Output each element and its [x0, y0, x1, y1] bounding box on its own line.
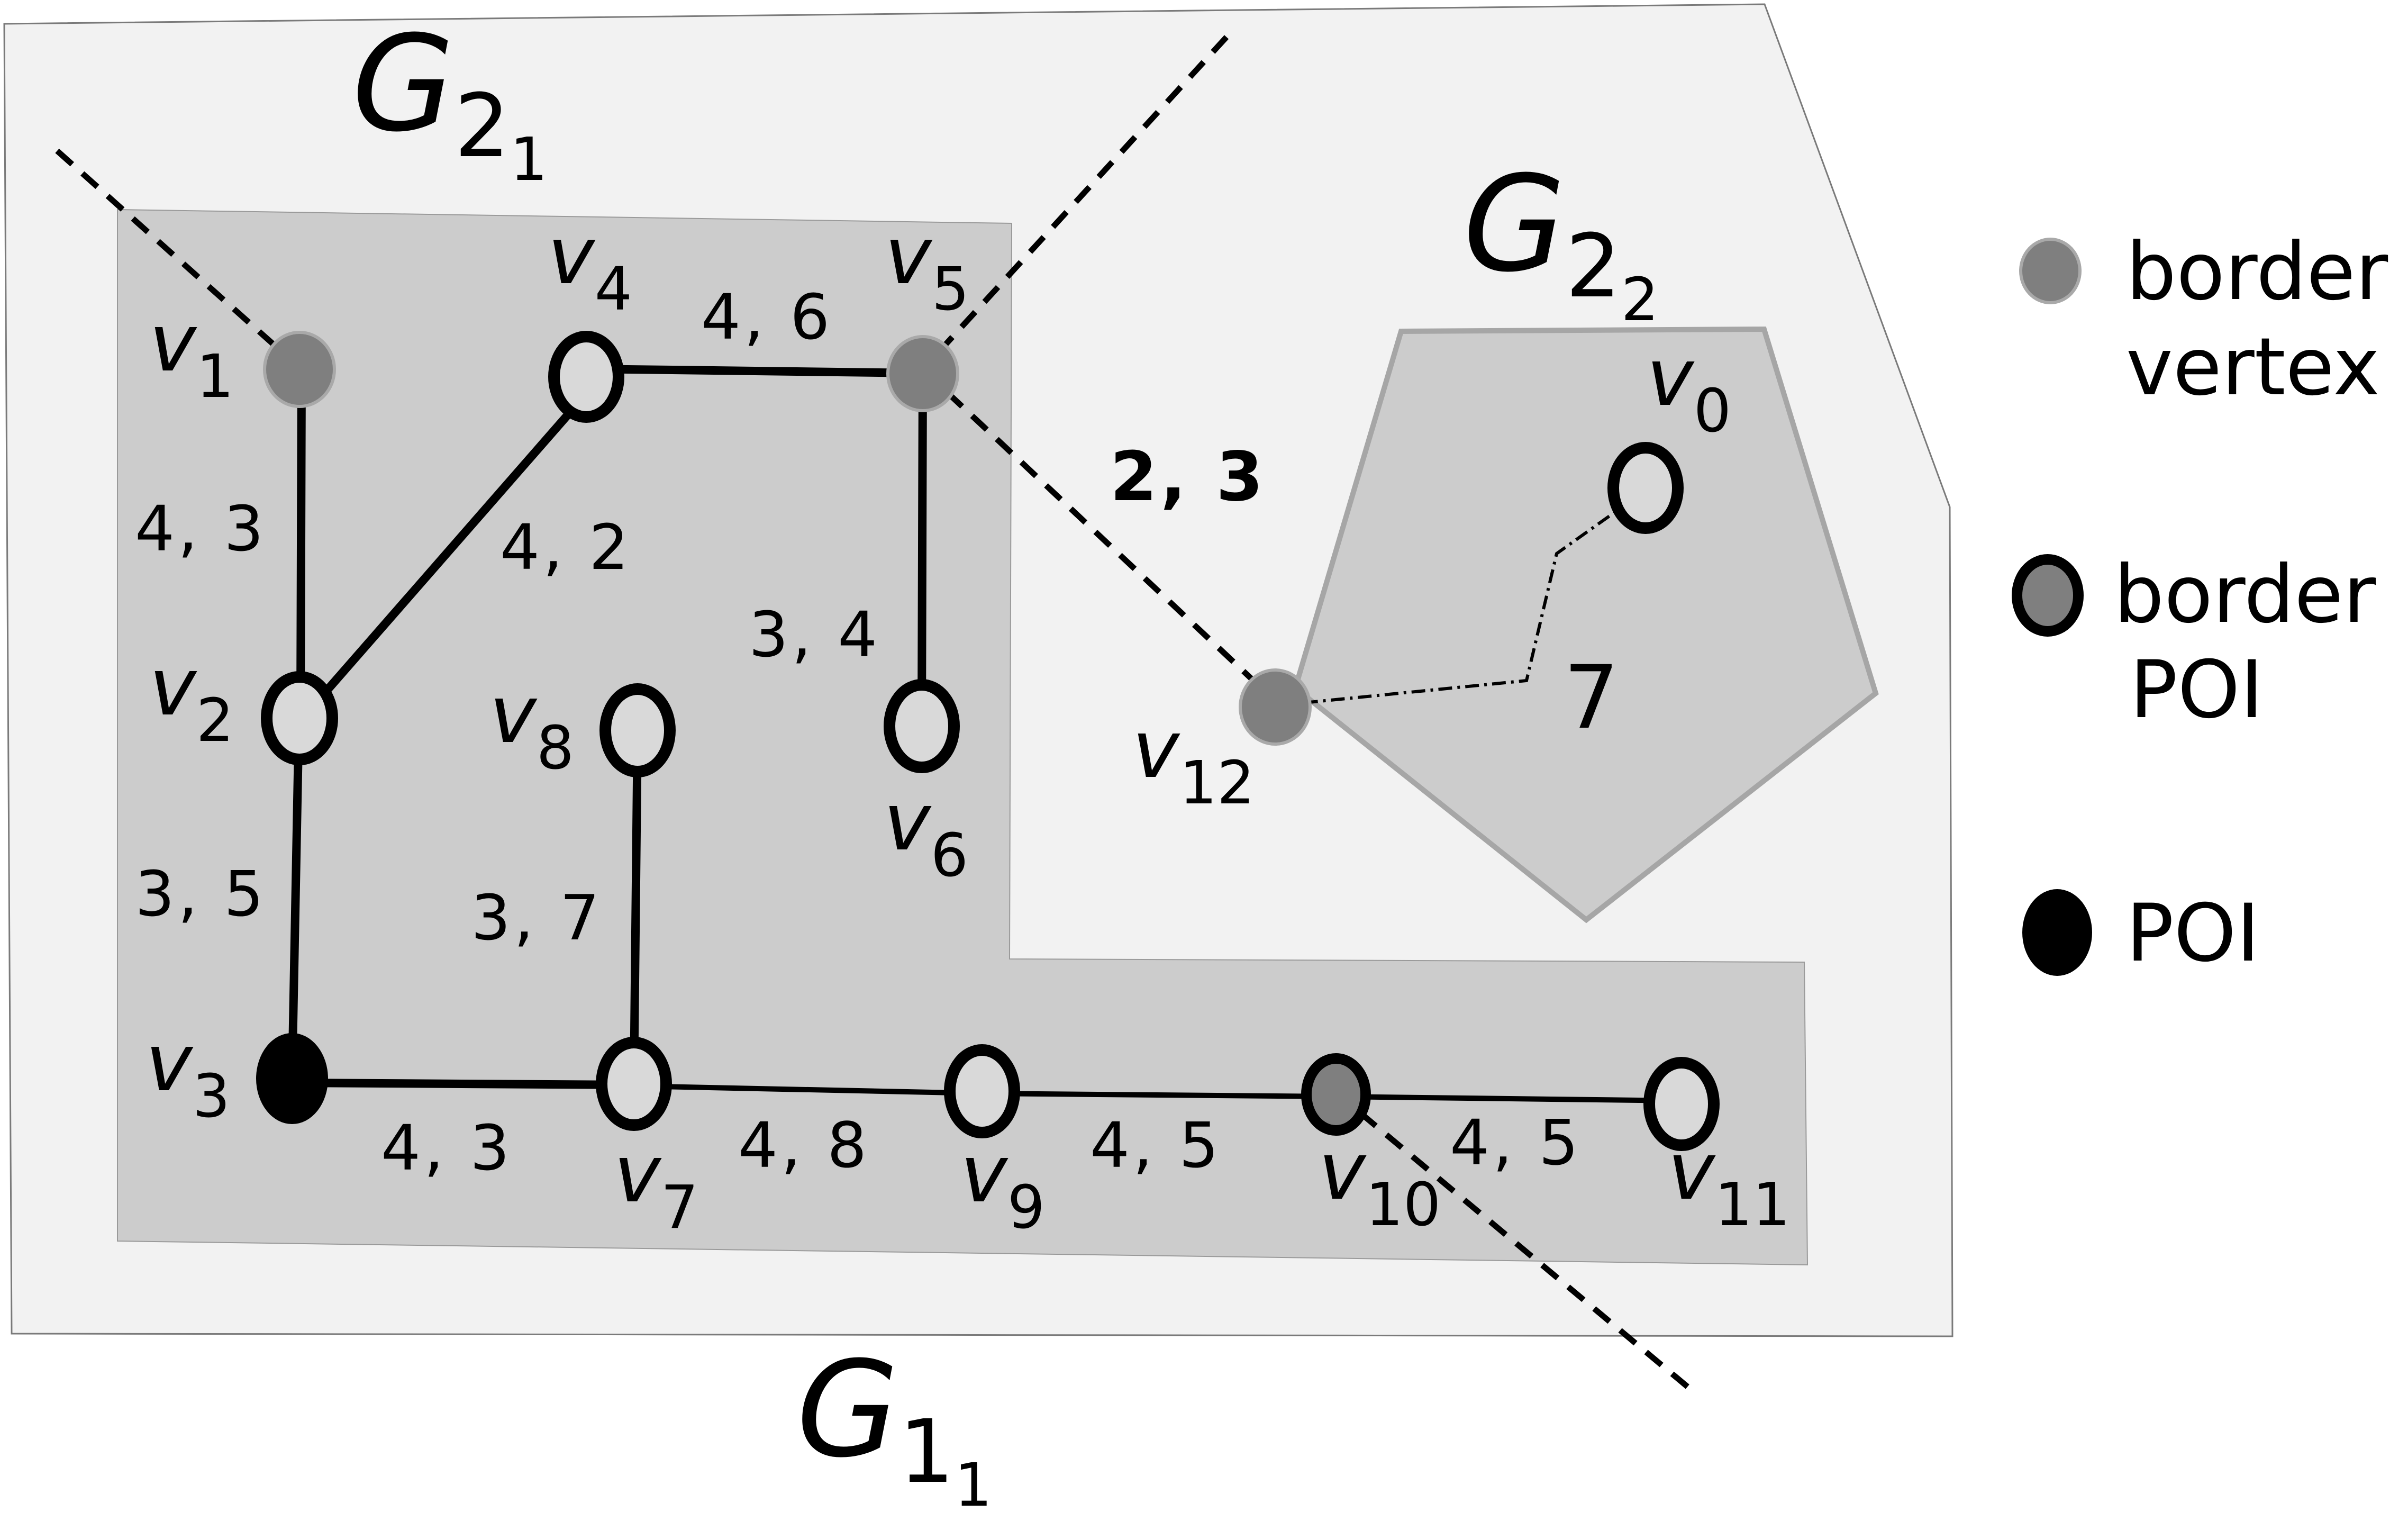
weight-v9-v10: 4, 5	[1090, 1109, 1222, 1182]
vertex-label-v3: v3	[146, 1017, 230, 1131]
edge-v4-v5	[582, 365, 926, 377]
cut-line-top	[920, 35, 1229, 372]
edge-v10-v11	[1333, 1094, 1684, 1103]
vertex-label-v12: v12	[1132, 704, 1255, 818]
node-v10	[1301, 1053, 1371, 1136]
weight-v5-v6: 3, 4	[749, 598, 880, 671]
legend-poi-icon	[2022, 889, 2092, 976]
region-pentagon-g22	[1292, 326, 1879, 924]
node-v2	[261, 671, 338, 765]
vertex-label-v6: v6	[884, 776, 968, 890]
edge-v9-v10	[979, 1091, 1339, 1099]
node-v5	[886, 335, 959, 412]
region-inner-g11	[117, 209, 1809, 1266]
cut-line-left	[55, 148, 305, 373]
legend-border-vertex-line2: vertex	[2126, 321, 2380, 413]
weight-v1-v2: 4, 3	[135, 492, 267, 565]
weight-v5-v12: 2, 3	[1110, 438, 1266, 517]
cut-line-bottom	[1332, 1089, 1693, 1392]
vertex-label-v2: v2	[149, 641, 234, 755]
region-labels: G21 G22 G11	[352, 7, 1659, 1520]
edge-v2-v3	[288, 714, 303, 1083]
vertex-label-v4: v4	[548, 210, 632, 324]
graph-edges	[288, 365, 1684, 1103]
node-v6	[884, 679, 960, 773]
edge-v7-v9	[631, 1083, 985, 1096]
weight-v2-v3: 3, 5	[135, 857, 267, 930]
weight-v10-v11: 4, 5	[1450, 1106, 1582, 1179]
vertex-labels: v1 v4 v5 v0 v2 v8 v6 v12 v3 v7 v9 v10 v1…	[146, 210, 1790, 1242]
region-label-g11: G11	[796, 1333, 992, 1520]
legend-poi-line1: POI	[2126, 888, 2260, 980]
node-v3	[256, 1033, 328, 1124]
node-v9	[944, 1044, 1020, 1138]
edge-v5-v6	[917, 369, 927, 727]
weight-v12-v0: 7	[1564, 647, 1622, 748]
node-v0	[1607, 442, 1684, 534]
edge-v2-v4	[313, 398, 583, 705]
node-v1	[263, 331, 336, 408]
node-v7	[596, 1037, 672, 1131]
weight-v8-v7: 3, 7	[471, 881, 603, 954]
legend-border-vertex-icon	[2019, 238, 2082, 304]
edge-v3-v7	[288, 1079, 638, 1089]
weight-v7-v9: 4, 8	[738, 1109, 870, 1182]
legend-border-poi-line2: POI	[2130, 644, 2264, 736]
vertex-label-v11: v11	[1668, 1126, 1790, 1239]
node-v12	[1239, 668, 1312, 746]
node-v8	[599, 683, 676, 777]
edge-v1-v2	[296, 367, 306, 720]
partition-cuts	[55, 35, 1693, 1392]
vertex-label-v1: v1	[149, 297, 234, 411]
vertex-label-v0: v0	[1647, 332, 1731, 446]
cut-line-diagonal	[921, 367, 1275, 701]
legend-border-poi-line1: border	[2114, 549, 2376, 641]
graph-nodes	[256, 331, 1720, 1151]
vertex-label-v10: v10	[1319, 1126, 1441, 1239]
legend-border-vertex-line1: border	[2126, 226, 2388, 318]
legend: border vertex border POI POI	[2012, 226, 2388, 980]
vertex-label-v7: v7	[614, 1128, 698, 1242]
vertex-label-v8: v8	[489, 669, 574, 783]
edge-weight-labels: 4, 3 4, 2 4, 6 3, 4 3, 5 3, 7 4, 3 4, 8 …	[135, 280, 1622, 1184]
vertex-label-v9: v9	[960, 1128, 1045, 1242]
legend-border-poi-icon	[2012, 554, 2084, 637]
edge-v8-v7	[630, 726, 642, 1087]
region-label-g22: G22	[1463, 147, 1659, 334]
vertex-label-v5: v5	[885, 210, 969, 324]
node-v11	[1643, 1057, 1720, 1151]
weight-v4-v5: 4, 6	[701, 280, 833, 354]
weight-v2-v4: 4, 2	[500, 511, 632, 584]
weight-v3-v7: 4, 3	[381, 1111, 513, 1184]
node-v4	[548, 331, 624, 423]
region-label-g21: G21	[352, 7, 548, 194]
